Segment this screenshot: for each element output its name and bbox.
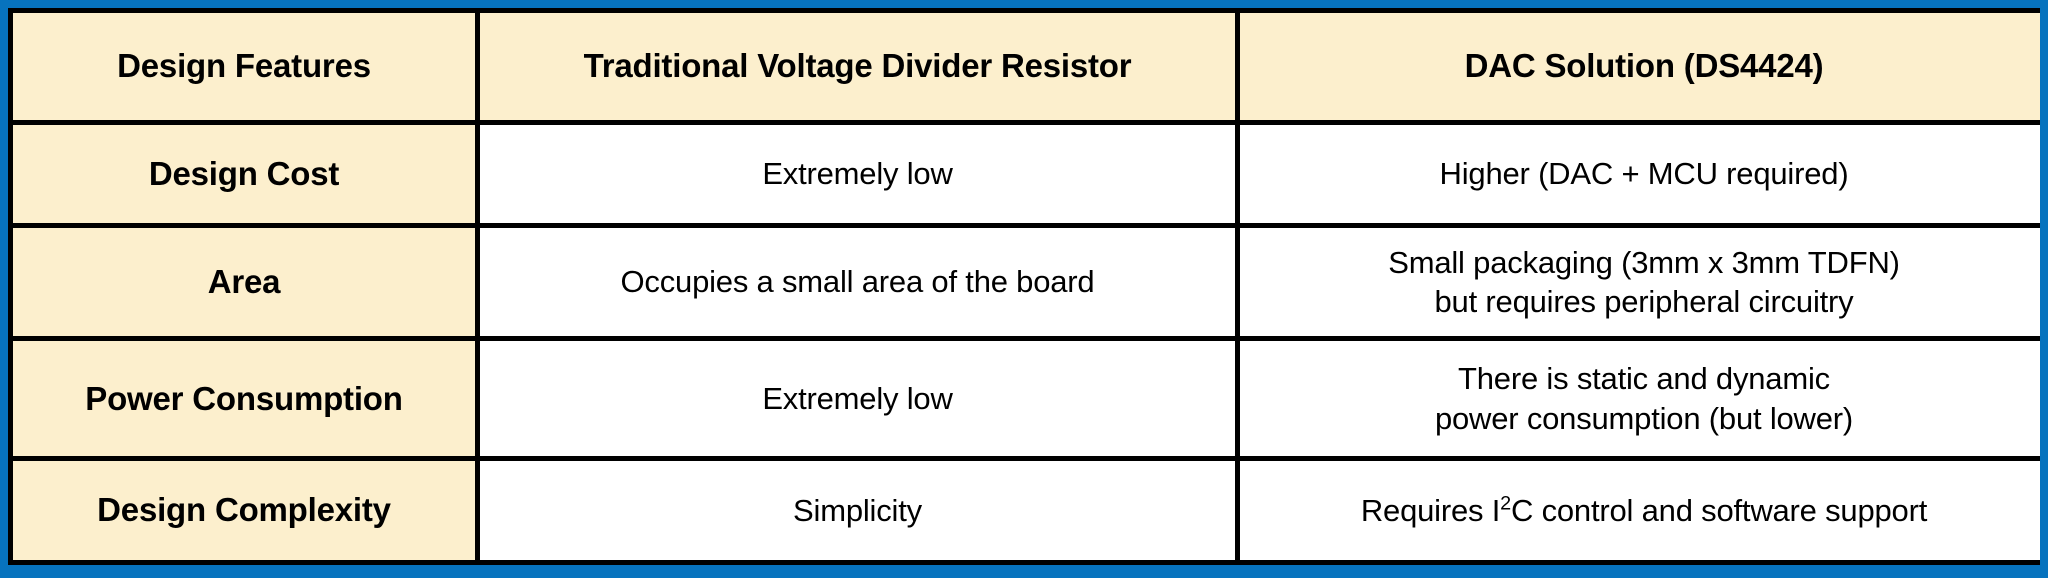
table-row: Design Cost Extremely low Higher (DAC + … bbox=[8, 119, 2040, 229]
cell-text-line-1: There is static and dynamic bbox=[1458, 360, 1830, 396]
row-label-area: Area bbox=[8, 223, 480, 342]
cell-text-line-2: power consumption (but lower) bbox=[1434, 400, 1854, 436]
cell-text-line-1: Higher (DAC + MCU required) bbox=[1439, 156, 1849, 192]
row-label-design-cost: Design Cost bbox=[8, 119, 480, 229]
comparison-table-container: Design Features Traditional Voltage Divi… bbox=[8, 8, 2040, 565]
cell-text-prefix: Requires I bbox=[1360, 492, 1501, 528]
cell-design-complexity-dac: Requires I2C control and software suppor… bbox=[1235, 455, 2040, 565]
cell-design-cost-dac: Higher (DAC + MCU required) bbox=[1235, 119, 2040, 229]
row-label-power-consumption: Power Consumption bbox=[8, 336, 480, 461]
table-row: Design Complexity Simplicity Requires I2… bbox=[8, 455, 2040, 565]
cell-power-consumption-traditional: Extremely low bbox=[475, 336, 1240, 461]
comparison-table: Design Features Traditional Voltage Divi… bbox=[8, 8, 2040, 565]
cell-area-traditional: Occupies a small area of the board bbox=[475, 223, 1240, 342]
cell-design-complexity-traditional: Simplicity bbox=[475, 455, 1240, 565]
table-header-row: Design Features Traditional Voltage Divi… bbox=[8, 8, 2040, 125]
row-label-design-complexity: Design Complexity bbox=[8, 455, 480, 565]
cell-text-line-2: but requires peripheral circuitry bbox=[1434, 284, 1854, 320]
column-header-design-features: Design Features bbox=[8, 8, 480, 125]
table-body: Design Cost Extremely low Higher (DAC + … bbox=[8, 119, 2040, 565]
table-header: Design Features Traditional Voltage Divi… bbox=[8, 8, 2040, 125]
table-row: Area Occupies a small area of the board … bbox=[8, 223, 2040, 342]
cell-text-line-1: Small packaging (3mm x 3mm TDFN) bbox=[1388, 244, 1900, 280]
table-row: Power Consumption Extremely low There is… bbox=[8, 336, 2040, 461]
column-header-dac-solution: DAC Solution (DS4424) bbox=[1235, 8, 2040, 125]
column-header-traditional-voltage-divider-resistor: Traditional Voltage Divider Resistor bbox=[475, 8, 1240, 125]
cell-area-dac: Small packaging (3mm x 3mm TDFN) but req… bbox=[1235, 223, 2040, 342]
cell-design-cost-traditional: Extremely low bbox=[475, 119, 1240, 229]
superscript-two: 2 bbox=[1500, 492, 1511, 515]
cell-power-consumption-dac: There is static and dynamic power consum… bbox=[1235, 336, 2040, 461]
cell-text-suffix: C control and software support bbox=[1510, 492, 1928, 528]
